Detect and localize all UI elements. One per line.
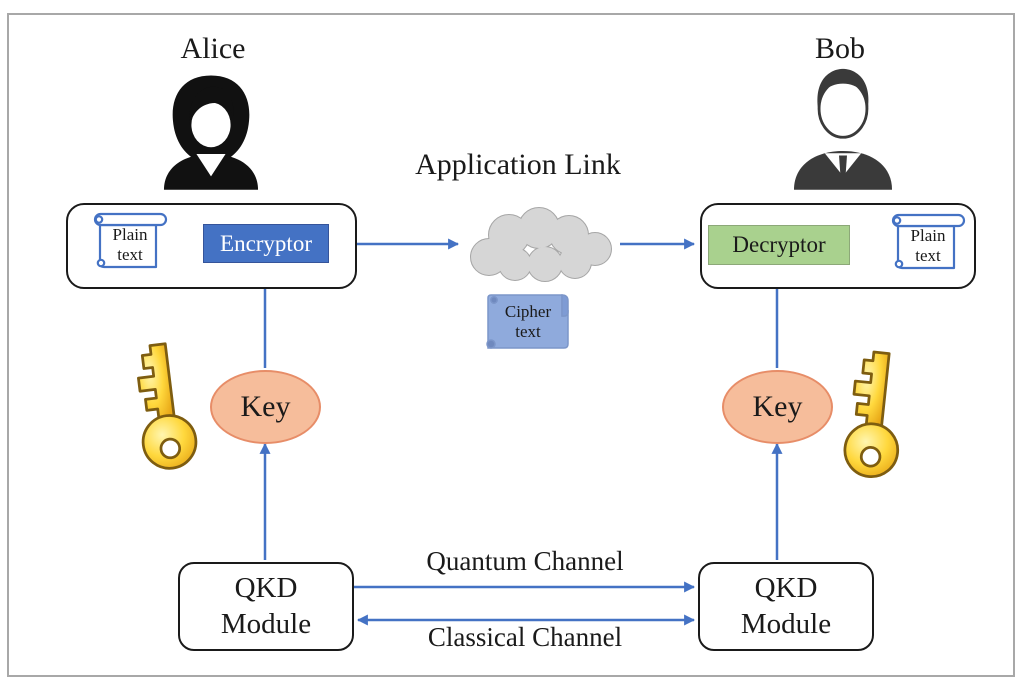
scroll-icon [891, 213, 966, 270]
female-user-icon [163, 75, 259, 190]
plain-text-scroll-alice: Plain text [90, 211, 170, 271]
qkd-module-bob: QKD Module [698, 562, 874, 651]
cloud-icon [470, 207, 612, 282]
plain-text-label: Plain text [910, 226, 946, 265]
gold-key-icon [843, 350, 900, 478]
qkd-module-label: QKD Module [740, 572, 832, 640]
key-label: Key [752, 390, 803, 423]
application-link-label: Application Link [415, 148, 621, 181]
cipher-text-label: Cipher text [504, 302, 552, 341]
gold-key-icon [137, 342, 198, 470]
qkd-module-label: QKD Module [220, 572, 312, 640]
qkd-module-alice: QKD Module [178, 562, 354, 651]
male-user-icon [793, 68, 893, 190]
quantum-channel-label: Quantum Channel [426, 546, 624, 576]
encryptor-box: Encryptor [203, 224, 329, 263]
bob-label: Bob [814, 32, 865, 65]
scroll-icon [486, 294, 569, 349]
alice-label: Alice [180, 32, 246, 65]
plain-text-label: Plain text [112, 225, 148, 264]
cipher-text-scroll: Cipher text [482, 292, 574, 352]
decryptor-box: Decryptor [708, 225, 850, 265]
key-label: Key [240, 390, 291, 423]
key-ellipse-bob: Key [722, 370, 833, 444]
plain-text-scroll-bob: Plain text [888, 212, 968, 272]
decryptor-label: Decryptor [732, 232, 826, 257]
scroll-icon [93, 212, 168, 269]
key-ellipse-alice: Key [210, 370, 321, 444]
classical-channel-label: Classical Channel [427, 622, 623, 652]
encryptor-label: Encryptor [220, 230, 312, 256]
